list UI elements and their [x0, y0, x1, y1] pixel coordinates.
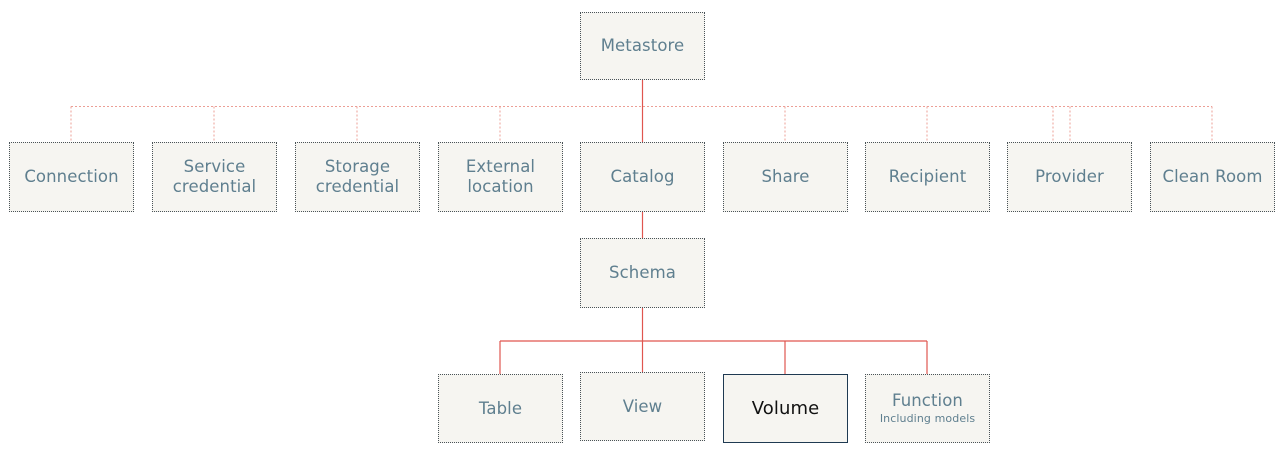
storage-credential-node: Storage credential — [295, 142, 420, 212]
provider-node: Provider — [1007, 142, 1132, 212]
schema-node: Schema — [580, 238, 705, 308]
volume-node: Volume — [723, 374, 848, 443]
function-node: Function Including models — [865, 374, 990, 443]
share-label: Share — [761, 167, 810, 186]
catalog-node: Catalog — [580, 142, 705, 212]
recipient-node: Recipient — [865, 142, 990, 212]
view-node: View — [580, 372, 705, 441]
volume-label: Volume — [751, 397, 820, 419]
connection-node: Connection — [9, 142, 134, 212]
catalog-label: Catalog — [610, 167, 675, 186]
external-location-label-line1: External — [465, 157, 536, 176]
table-label: Table — [478, 398, 523, 418]
share-node: Share — [723, 142, 848, 212]
external-location-node: External location — [438, 142, 563, 212]
storage-credential-label-line2: credential — [315, 177, 400, 196]
function-label: Function — [892, 391, 963, 410]
table-node: Table — [438, 374, 563, 443]
clean-room-label: Clean Room — [1162, 167, 1263, 186]
external-location-label-line2: location — [467, 177, 534, 196]
schema-label: Schema — [609, 263, 676, 282]
service-credential-node: Service credential — [152, 142, 277, 212]
recipient-label: Recipient — [888, 167, 967, 186]
provider-label: Provider — [1035, 167, 1104, 186]
connection-label: Connection — [24, 167, 119, 186]
metastore-label: Metastore — [600, 36, 685, 55]
storage-credential-label-line1: Storage — [324, 157, 391, 176]
clean-room-node: Clean Room — [1150, 142, 1275, 212]
service-credential-label-line2: credential — [172, 177, 257, 196]
function-sublabel: Including models — [879, 412, 976, 425]
view-label: View — [622, 396, 663, 416]
service-credential-label-line1: Service — [183, 157, 246, 176]
metastore-node: Metastore — [580, 12, 705, 80]
